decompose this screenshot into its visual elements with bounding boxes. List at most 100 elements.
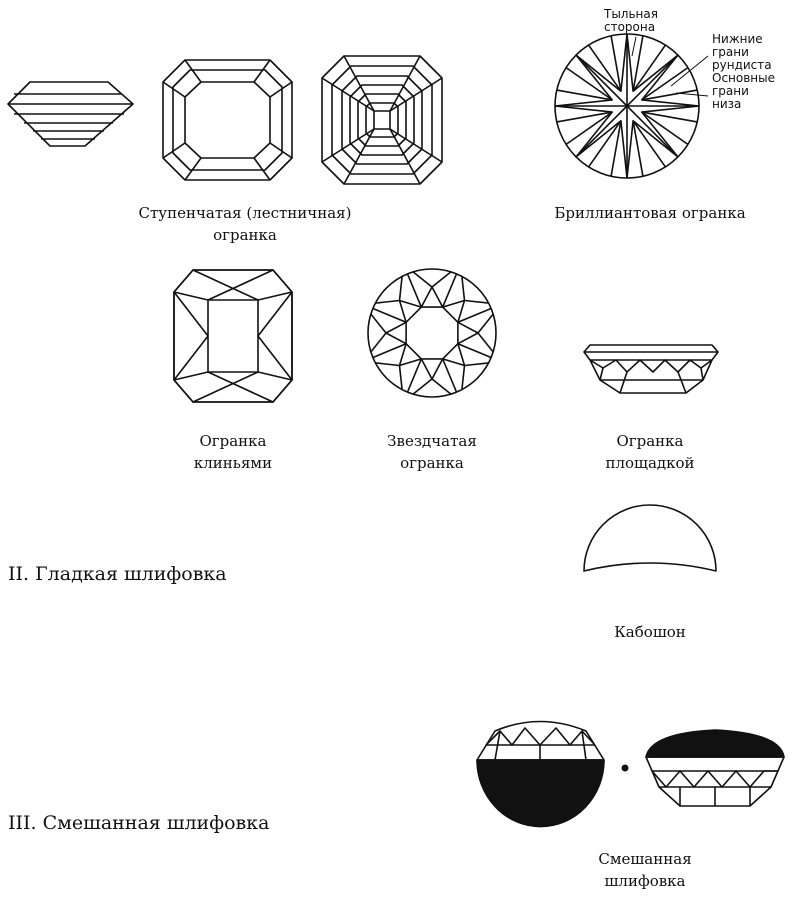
star-facet-line [442, 299, 465, 308]
girdle-facet-line [641, 66, 689, 101]
step-cut-top-view [162, 59, 293, 181]
girdle-facet-line [632, 120, 644, 177]
star-facet-line [457, 343, 466, 366]
girdle-facet-line [610, 120, 622, 177]
caption-line: Кабошон [614, 623, 686, 641]
girdle-facet-line [556, 111, 613, 123]
annotation-back-side: Тыльная сторона [604, 8, 658, 34]
annotation-line: низа [712, 97, 742, 111]
girdle-facet-line [431, 378, 452, 395]
caption-line: клиньями [193, 454, 273, 472]
caption-brilliant-cut: Бриллиантовая огранка [540, 202, 760, 224]
annotation-line: рундиста [712, 58, 772, 72]
cabochon-side-view [583, 504, 717, 572]
girdle-facet-line [464, 362, 489, 367]
girdle-facet-line [412, 378, 433, 395]
section-heading-mixed: III. Смешанная шлифовка [8, 812, 270, 834]
girdle-facet-line [641, 111, 689, 146]
star-facet-line [398, 300, 407, 323]
caption-line: Смешанная [598, 850, 692, 868]
girdle-facet-line [398, 276, 403, 301]
caption-cabochon: Кабошон [585, 621, 715, 643]
annotation-leaders [631, 36, 709, 97]
caption-line: шлифовка [604, 872, 686, 890]
girdle-facet-line [587, 44, 622, 92]
girdle-facet-line [372, 342, 407, 359]
annotation-lower-girdle: Нижние грани рундиста [712, 33, 772, 72]
girdle-facet-line [641, 89, 698, 101]
caption-step-cut: Ступенчатая (лестничная) огранка [120, 202, 370, 246]
star-facet-line [399, 358, 422, 367]
star-facet-line [385, 332, 407, 345]
star-facet-line [398, 343, 407, 366]
caption-line: огранка [400, 454, 464, 472]
star-facet-line [431, 286, 444, 308]
star-cut-top-view [367, 268, 497, 398]
girdle-facet-line [632, 35, 644, 92]
girdle-facet-line [464, 299, 489, 304]
girdle-facet-line [587, 120, 622, 168]
star-facet-line [385, 321, 407, 334]
star-facet-line [420, 286, 433, 308]
annotation-line: Тыльная [604, 7, 658, 21]
girdle-facet-line [565, 111, 613, 146]
caption-line: площадкой [605, 454, 695, 472]
girdle-facet-line [632, 120, 667, 168]
girdle-facet-line [441, 358, 458, 393]
girdle-facet-line [372, 307, 407, 324]
girdle-facet-line [375, 362, 400, 367]
annotation-line: сторона [604, 20, 656, 34]
main-facet-line [575, 105, 628, 158]
caption-wedge-cut: Огранка клиньями [168, 430, 298, 474]
annotation-main-lower: Основные грани низа [712, 72, 775, 111]
brilliant-cut-pavilion-view [554, 33, 700, 179]
girdle-facet-line [477, 332, 494, 353]
caption-line: Ступенчатая (лестничная) [138, 204, 352, 222]
step-cut-pavilion-view [321, 55, 443, 185]
girdle-facet-line [457, 342, 492, 359]
separator-dot [621, 764, 629, 772]
caption-line: Бриллиантовая огранка [554, 204, 746, 222]
girdle-facet-line [370, 313, 387, 334]
table-cut-side-view [583, 344, 719, 394]
step-cut-side-view [7, 81, 134, 147]
girdle-facet-line [431, 271, 452, 288]
girdle-facet-line [632, 44, 667, 92]
star-facet-line [399, 299, 422, 308]
star-table-octagon [405, 306, 459, 360]
girdle-facet-line [565, 66, 613, 101]
caption-line: Огранка [616, 432, 684, 450]
girdle-facet-line [412, 271, 433, 288]
caption-table-cut: Огранка площадкой [585, 430, 715, 474]
section-heading-smooth: II. Гладкая шлифовка [8, 563, 227, 585]
caption-mixed-cut: Смешанная шлифовка [580, 848, 710, 892]
girdle-facet-line [370, 332, 387, 353]
girdle-facet-line [406, 273, 423, 308]
mixed-cut-right-view [645, 729, 785, 807]
girdle-facet-line [457, 307, 492, 324]
annotation-line: грани [712, 84, 749, 98]
main-facet-line [626, 105, 679, 158]
annotation-line: грани [712, 45, 749, 59]
girdle-facet-line [461, 365, 466, 390]
girdle-facet-line [477, 313, 494, 334]
caption-line: Огранка [199, 432, 267, 450]
girdle-facet-line [461, 276, 466, 301]
main-facet-line [626, 54, 679, 107]
girdle-facet-line [641, 111, 698, 123]
mixed-cut-left-view [476, 720, 605, 828]
caption-line: Звездчатая [387, 432, 477, 450]
girdle-facet-line [556, 89, 613, 101]
girdle-facet-line [610, 35, 622, 92]
main-facet-line [575, 54, 628, 107]
caption-line: огранка [213, 226, 277, 244]
girdle-facet-line [375, 299, 400, 304]
girdle-facet-line [398, 365, 403, 390]
star-facet-line [442, 358, 465, 367]
girdle-facet-line [441, 273, 458, 308]
wedge-cut-top-view [173, 269, 293, 403]
annotation-line: Нижние [712, 32, 763, 46]
star-facet-line [457, 300, 466, 323]
star-facet-line [457, 321, 479, 334]
